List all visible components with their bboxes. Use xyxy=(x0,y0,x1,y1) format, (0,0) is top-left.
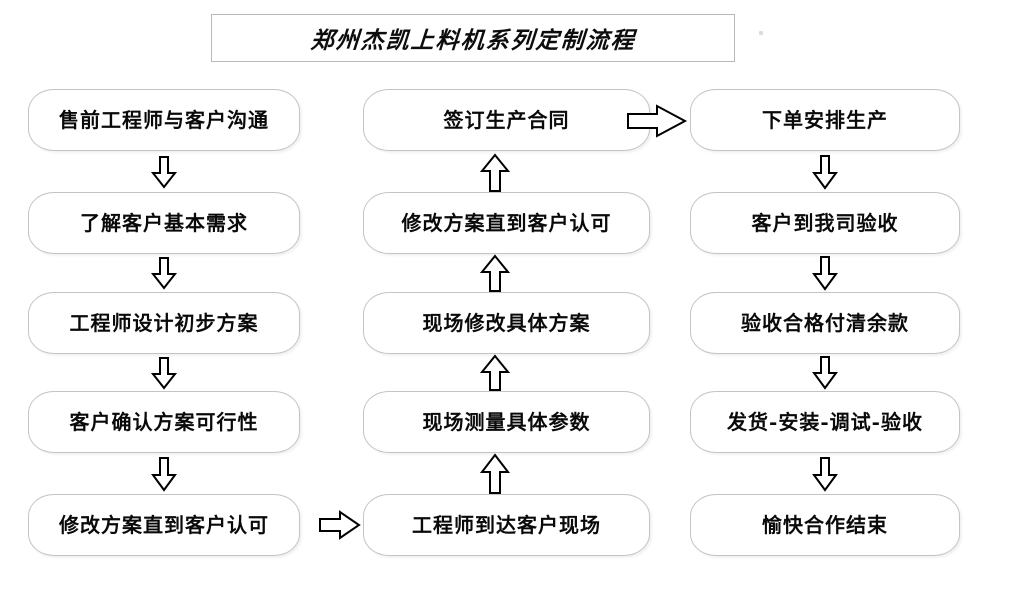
node-production-1[interactable]: 下单安排生产 xyxy=(690,89,960,151)
node-onsite-4[interactable]: 现场测量具体参数 xyxy=(363,391,650,453)
arrow-down-presales-2-3 xyxy=(149,256,179,290)
node-onsite-5[interactable]: 工程师到达客户现场 xyxy=(363,494,650,556)
arrow-down-presales-1-2 xyxy=(149,155,179,189)
arrow-down-production-3-4 xyxy=(810,355,840,390)
node-onsite-3-label: 现场修改具体方案 xyxy=(422,311,591,335)
arrow-up-onsite-5-4 xyxy=(479,453,511,495)
node-production-1-label: 下单安排生产 xyxy=(762,108,888,132)
node-production-5[interactable]: 愉快合作结束 xyxy=(690,494,960,556)
node-onsite-5-label: 工程师到达客户现场 xyxy=(412,513,601,537)
node-presales-4[interactable]: 客户确认方案可行性 xyxy=(28,391,300,453)
node-presales-3[interactable]: 工程师设计初步方案 xyxy=(28,292,300,354)
node-production-5-label: 愉快合作结束 xyxy=(762,513,888,537)
arrow-up-onsite-3-2 xyxy=(479,254,511,293)
arrow-down-production-4-5 xyxy=(810,456,840,492)
node-production-2[interactable]: 客户到我司验收 xyxy=(690,192,960,254)
node-production-4-label: 发货-安装-调试-验收 xyxy=(727,410,923,434)
node-presales-5-label: 修改方案直到客户认可 xyxy=(59,513,269,537)
node-presales-2-label: 了解客户基本需求 xyxy=(80,211,248,235)
stray-speck-mark xyxy=(759,31,763,35)
arrow-down-presales-3-4 xyxy=(149,356,179,390)
node-onsite-4-label: 现场测量具体参数 xyxy=(422,410,591,434)
arrow-down-production-1-2 xyxy=(810,154,840,190)
arrow-down-production-2-3 xyxy=(810,255,840,291)
node-presales-1[interactable]: 售前工程师与客户沟通 xyxy=(28,89,300,151)
node-production-4[interactable]: 发货-安装-调试-验收 xyxy=(690,391,960,453)
arrow-up-onsite-2-1 xyxy=(479,153,511,193)
node-presales-1-label: 售前工程师与客户沟通 xyxy=(59,108,269,132)
node-presales-3-label: 工程师设计初步方案 xyxy=(69,311,259,335)
arrow-right-col2-to-col3 xyxy=(626,103,688,139)
node-production-3[interactable]: 验收合格付清余款 xyxy=(690,292,960,354)
node-onsite-2-label: 修改方案直到客户认可 xyxy=(401,211,612,235)
node-onsite-3[interactable]: 现场修改具体方案 xyxy=(363,292,650,354)
diagram-title-box: 郑州杰凯上料机系列定制流程 xyxy=(211,14,735,62)
node-presales-5[interactable]: 修改方案直到客户认可 xyxy=(28,494,300,556)
node-onsite-1[interactable]: 签订生产合同 xyxy=(363,89,650,151)
arrow-down-presales-4-5 xyxy=(149,456,179,492)
node-presales-2[interactable]: 了解客户基本需求 xyxy=(28,192,300,254)
node-onsite-1-label: 签订生产合同 xyxy=(443,108,570,132)
arrow-right-col1-to-col2 xyxy=(318,509,362,541)
node-presales-4-label: 客户确认方案可行性 xyxy=(69,410,259,434)
arrow-up-onsite-4-3 xyxy=(479,354,511,392)
diagram-title-text: 郑州杰凯上料机系列定制流程 xyxy=(309,27,637,54)
node-production-3-label: 验收合格付清余款 xyxy=(741,311,909,335)
node-production-2-label: 客户到我司验收 xyxy=(751,211,899,235)
node-onsite-2[interactable]: 修改方案直到客户认可 xyxy=(363,192,650,254)
